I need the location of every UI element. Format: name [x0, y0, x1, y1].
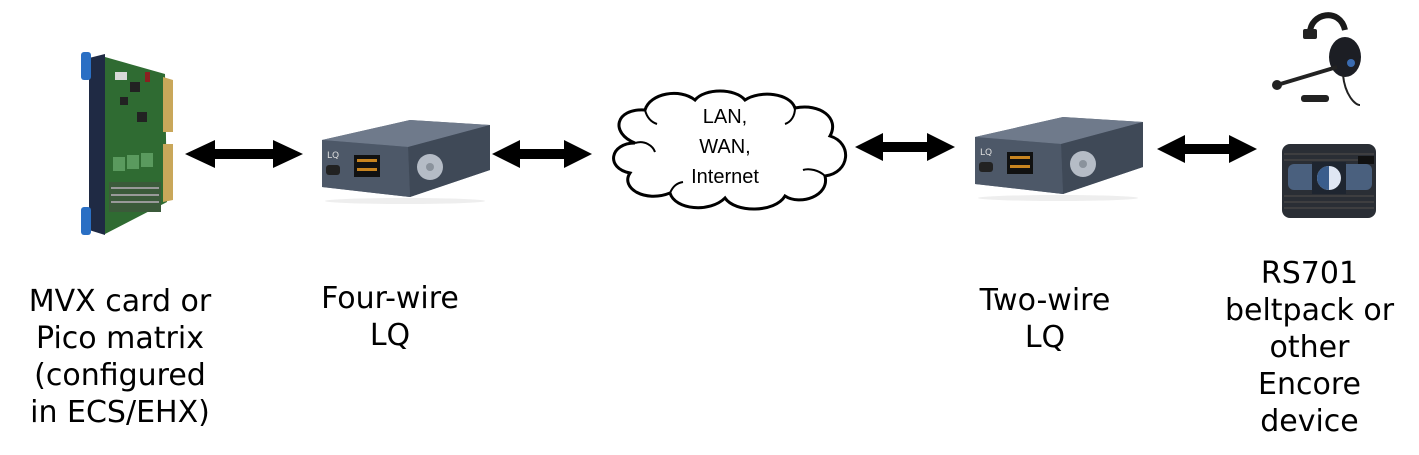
lq-unit-icon: LQ [975, 117, 1143, 201]
circuit-card-icon [81, 52, 173, 235]
four-wire-lq-label: Four-wire LQ [321, 281, 459, 353]
network-label: LAN, WAN, Internet [691, 106, 759, 188]
lq-badge: LQ [980, 148, 992, 158]
bidirectional-arrow [492, 140, 592, 168]
cloud-icon [612, 89, 848, 211]
bidirectional-arrow [185, 140, 303, 168]
lq-badge: LQ [327, 151, 339, 161]
beltpack-icon [1282, 144, 1376, 218]
bidirectional-arrow [1157, 135, 1257, 163]
lq-unit-icon: LQ [322, 120, 490, 204]
rs701-label: RS701 beltpack or other Encore device [1224, 256, 1395, 439]
two-wire-lq-label: Two-wire LQ [979, 283, 1111, 355]
headset-icon [1272, 12, 1361, 106]
bidirectional-arrow [855, 133, 955, 161]
mvx-label: MVX card or Pico matrix (configured in E… [28, 284, 212, 430]
